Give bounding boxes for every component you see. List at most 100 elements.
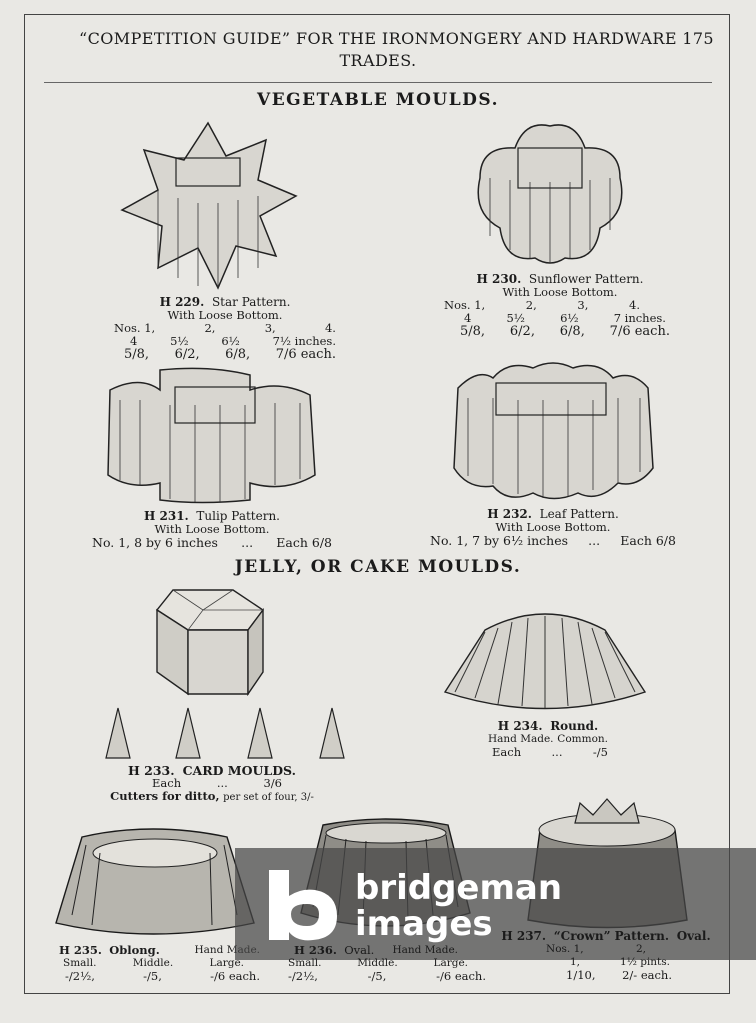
h237-name: “Crown” Pattern. [553,929,670,943]
h236-price-large: -/6 each. [436,969,486,983]
h231-size-line: No. 1, 8 by 6 inches [92,535,218,550]
h234-caption: H 234. Round. Hand Made.Common. Each... -… [478,720,618,759]
h232-name: Leaf Pattern. [539,507,619,521]
h233-name: CARD MOULDS. [182,763,296,778]
h229-price-4: 7/6 each. [275,347,336,362]
h230-no-3: 3, [577,298,589,312]
h233-each: Each [152,776,182,790]
h230-no-2: 2, [525,298,537,312]
h236-price-middle: -/5, [367,969,387,983]
h231-caption: H 231. Tulip Pattern. With Loose Bottom.… [92,509,332,550]
h230-size-3: 6½ [560,311,579,325]
h237-size-2: 1½ pints. [620,956,670,968]
h231-code: H 231. [143,509,189,523]
h229-price-1: 5/8, [124,347,150,362]
h235-size-large: Large. [209,957,244,969]
h237-no-2: 2, [635,943,646,955]
hexagon-card-mould-illustration [155,589,265,696]
h235-size-small: Small. [63,957,97,969]
h236-size-large: Large. [433,957,468,969]
h234-name: Round. [550,719,599,733]
h230-price-2: 6/2, [509,324,535,339]
h230-name: Sunflower Pattern. [528,272,644,286]
h229-code: H 229. [159,295,205,309]
h234-dots: ... [551,745,563,759]
h234-code: H 234. [497,719,543,733]
h237-price-1: 1/10, [566,968,596,982]
h229-no-1: Nos. 1, [114,321,156,335]
h230-caption: H 230. Sunflower Pattern. With Loose Bot… [440,272,680,339]
h229-no-3: 3, [264,321,276,335]
h235-size-middle: Middle. [132,957,174,969]
h235-caption: H 235. Oblong.Hand Made. Small.Middle.La… [55,944,260,983]
h229-note: With Loose Bottom. [167,308,283,322]
card-cutters-illustration [105,707,345,759]
h237-no-1: Nos. 1, [546,943,584,955]
page-number: 175 [682,29,714,48]
h233-caption: H 233. CARD MOULDS. Each...3/6 Cutters f… [92,764,332,804]
h231-name: Tulip Pattern. [196,509,280,523]
h229-name: Star Pattern. [211,295,291,309]
h236-code: H 236. [294,943,337,957]
h232-price: Each 6/8 [620,533,676,548]
h229-no-4: 4. [324,321,336,335]
star-mould-illustration [120,121,298,290]
h230-code: H 230. [476,272,522,286]
h235-name: Oblong. [109,943,160,957]
h234-price: -/5 [592,745,608,759]
h234-common: Common. [557,733,608,745]
h230-price-1: 5/8, [460,324,486,339]
page-border [24,14,730,994]
h236-name: Oval. [344,943,375,957]
h230-note: With Loose Bottom. [502,285,618,299]
header-rule [44,82,712,83]
h233-cutters-price: per set of four, 3/- [223,792,314,803]
header-title: “COMPETITION GUIDE” FOR THE IRONMONGERY … [79,29,677,48]
h232-code: H 232. [487,507,532,521]
h234-each: Each [492,745,522,759]
h235-code: H 235. [59,943,102,957]
h234-made: Hand Made. [488,733,554,745]
h229-price-2: 6/2, [174,347,200,362]
sunflower-mould-illustration [477,124,623,264]
h232-note: With Loose Bottom. [495,520,611,534]
bridgeman-logo-icon [269,870,337,941]
section-title-jelly: JELLY, OR CAKE MOULDS. [234,557,522,577]
h236-price-small: -/2½, [288,969,318,983]
watermark-line-1: bridgeman [355,868,563,908]
section-title-vegetable: VEGETABLE MOULDS. [257,90,499,110]
h231-price: Each 6/8 [276,535,332,550]
h229-size-3: 6½ [221,334,240,348]
h235-price-large: -/6 each. [210,969,260,983]
tulip-mould-illustration [107,367,316,504]
h233-dots: ... [216,776,228,790]
h236-made: Hand Made. [392,944,458,956]
h230-price-3: 6/8, [559,324,585,339]
watermark-banner: bridgeman images [235,848,756,960]
h229-price-3: 6/8, [225,347,251,362]
oblong-jelly-mould-illustration [55,828,255,935]
h237-shape: Oval. [676,929,711,943]
h231-note: With Loose Bottom. [154,522,270,536]
h233-cutters: Cutters for ditto, [110,789,220,803]
h229-no-2: 2, [204,321,216,335]
leaf-mould-illustration [453,362,654,500]
h236-caption: H 236. Oval.Hand Made. Small.Middle.Larg… [288,944,488,983]
page-header: “COMPETITION GUIDE” FOR THE IRONMONGERY … [40,28,716,72]
h230-size-2: 5½ [506,311,525,325]
h235-price-small: -/2½, [65,969,95,983]
h229-size-1: 4 [130,334,138,348]
h230-price-4: 7/6 each. [609,324,670,339]
h230-no-1: Nos. 1, [444,298,486,312]
h235-price-middle: -/5, [143,969,162,983]
h229-size-2: 5½ [170,334,189,348]
h230-size-1: 4 [464,311,472,325]
h233-price: 3/6 [263,776,282,790]
h237-size-1: 1, [570,956,581,968]
h237-code: H 237. [501,929,547,943]
header-title-continued: TRADES. [339,51,417,70]
h229-caption: H 229. Star Pattern. With Loose Bottom. … [100,295,350,362]
round-jelly-mould-illustration [443,613,647,710]
h236-size-small: Small. [288,957,322,969]
h230-size-4: 7 inches. [613,311,666,325]
